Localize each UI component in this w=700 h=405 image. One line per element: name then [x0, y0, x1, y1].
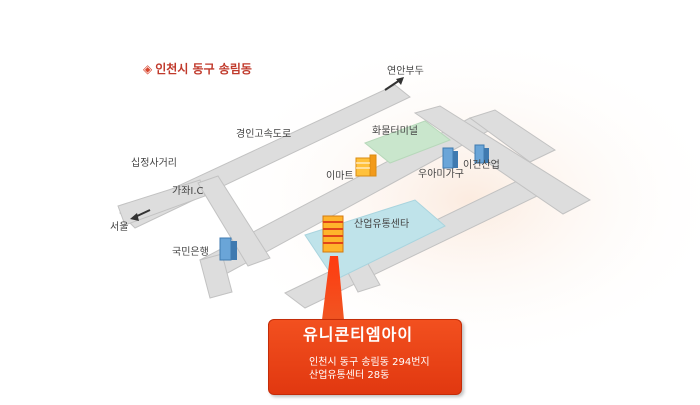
label-emart: 이마트: [326, 171, 354, 182]
building-distribution-center-icon: [322, 215, 344, 253]
label-sipjeong-intersection: 십정사거리: [131, 158, 177, 169]
label-woomi: 우아미가구: [418, 169, 464, 180]
cargo-terminal-lot: [363, 120, 452, 164]
label-yeonan-pier: 연안부두: [387, 66, 424, 77]
label-gyeongin-expressway: 경인고속도로: [236, 129, 292, 140]
label-gajwa-ic: 가좌I.C: [172, 186, 204, 197]
building-emart-icon: [355, 154, 377, 177]
road-right: [413, 105, 592, 215]
address-line-2: 산업유통센터 28동: [309, 370, 390, 381]
label-cargo-terminal: 화물터미널: [372, 126, 418, 137]
diamond-bullet-icon: ◈: [143, 62, 153, 76]
callout-pointer: [322, 256, 344, 320]
distribution-center-lot: [304, 199, 446, 281]
road-upper-right: [468, 109, 557, 163]
arrow-to-yeonan: [384, 77, 404, 91]
building-woomi-icon: [442, 147, 458, 169]
company-name: 유니콘티엠아이: [303, 325, 414, 344]
company-callout: 유니콘티엠아이 인천시 동구 송림동 294번지 산업유통센터 28동: [268, 319, 462, 395]
label-distribution-center: 산업유통센타: [354, 219, 410, 230]
building-kookmin-icon: [219, 237, 237, 261]
company-address: 인천시 동구 송림동 294번지 산업유통센터 28동: [309, 356, 430, 382]
location-header: ◈인천시 동구 송림동: [143, 62, 252, 76]
label-seoul: 서울: [110, 222, 129, 233]
road-network: [117, 84, 592, 309]
address-line-1: 인천시 동구 송림동 294번지: [309, 357, 430, 368]
road-bottom-left: [199, 253, 233, 299]
label-igeon: 이건산업: [463, 160, 500, 171]
building-igeon-icon: [474, 144, 489, 164]
label-kookmin-bank: 국민은행: [172, 247, 209, 258]
arrow-to-seoul: [130, 209, 151, 221]
location-title: 인천시 동구 송림동: [155, 62, 252, 76]
